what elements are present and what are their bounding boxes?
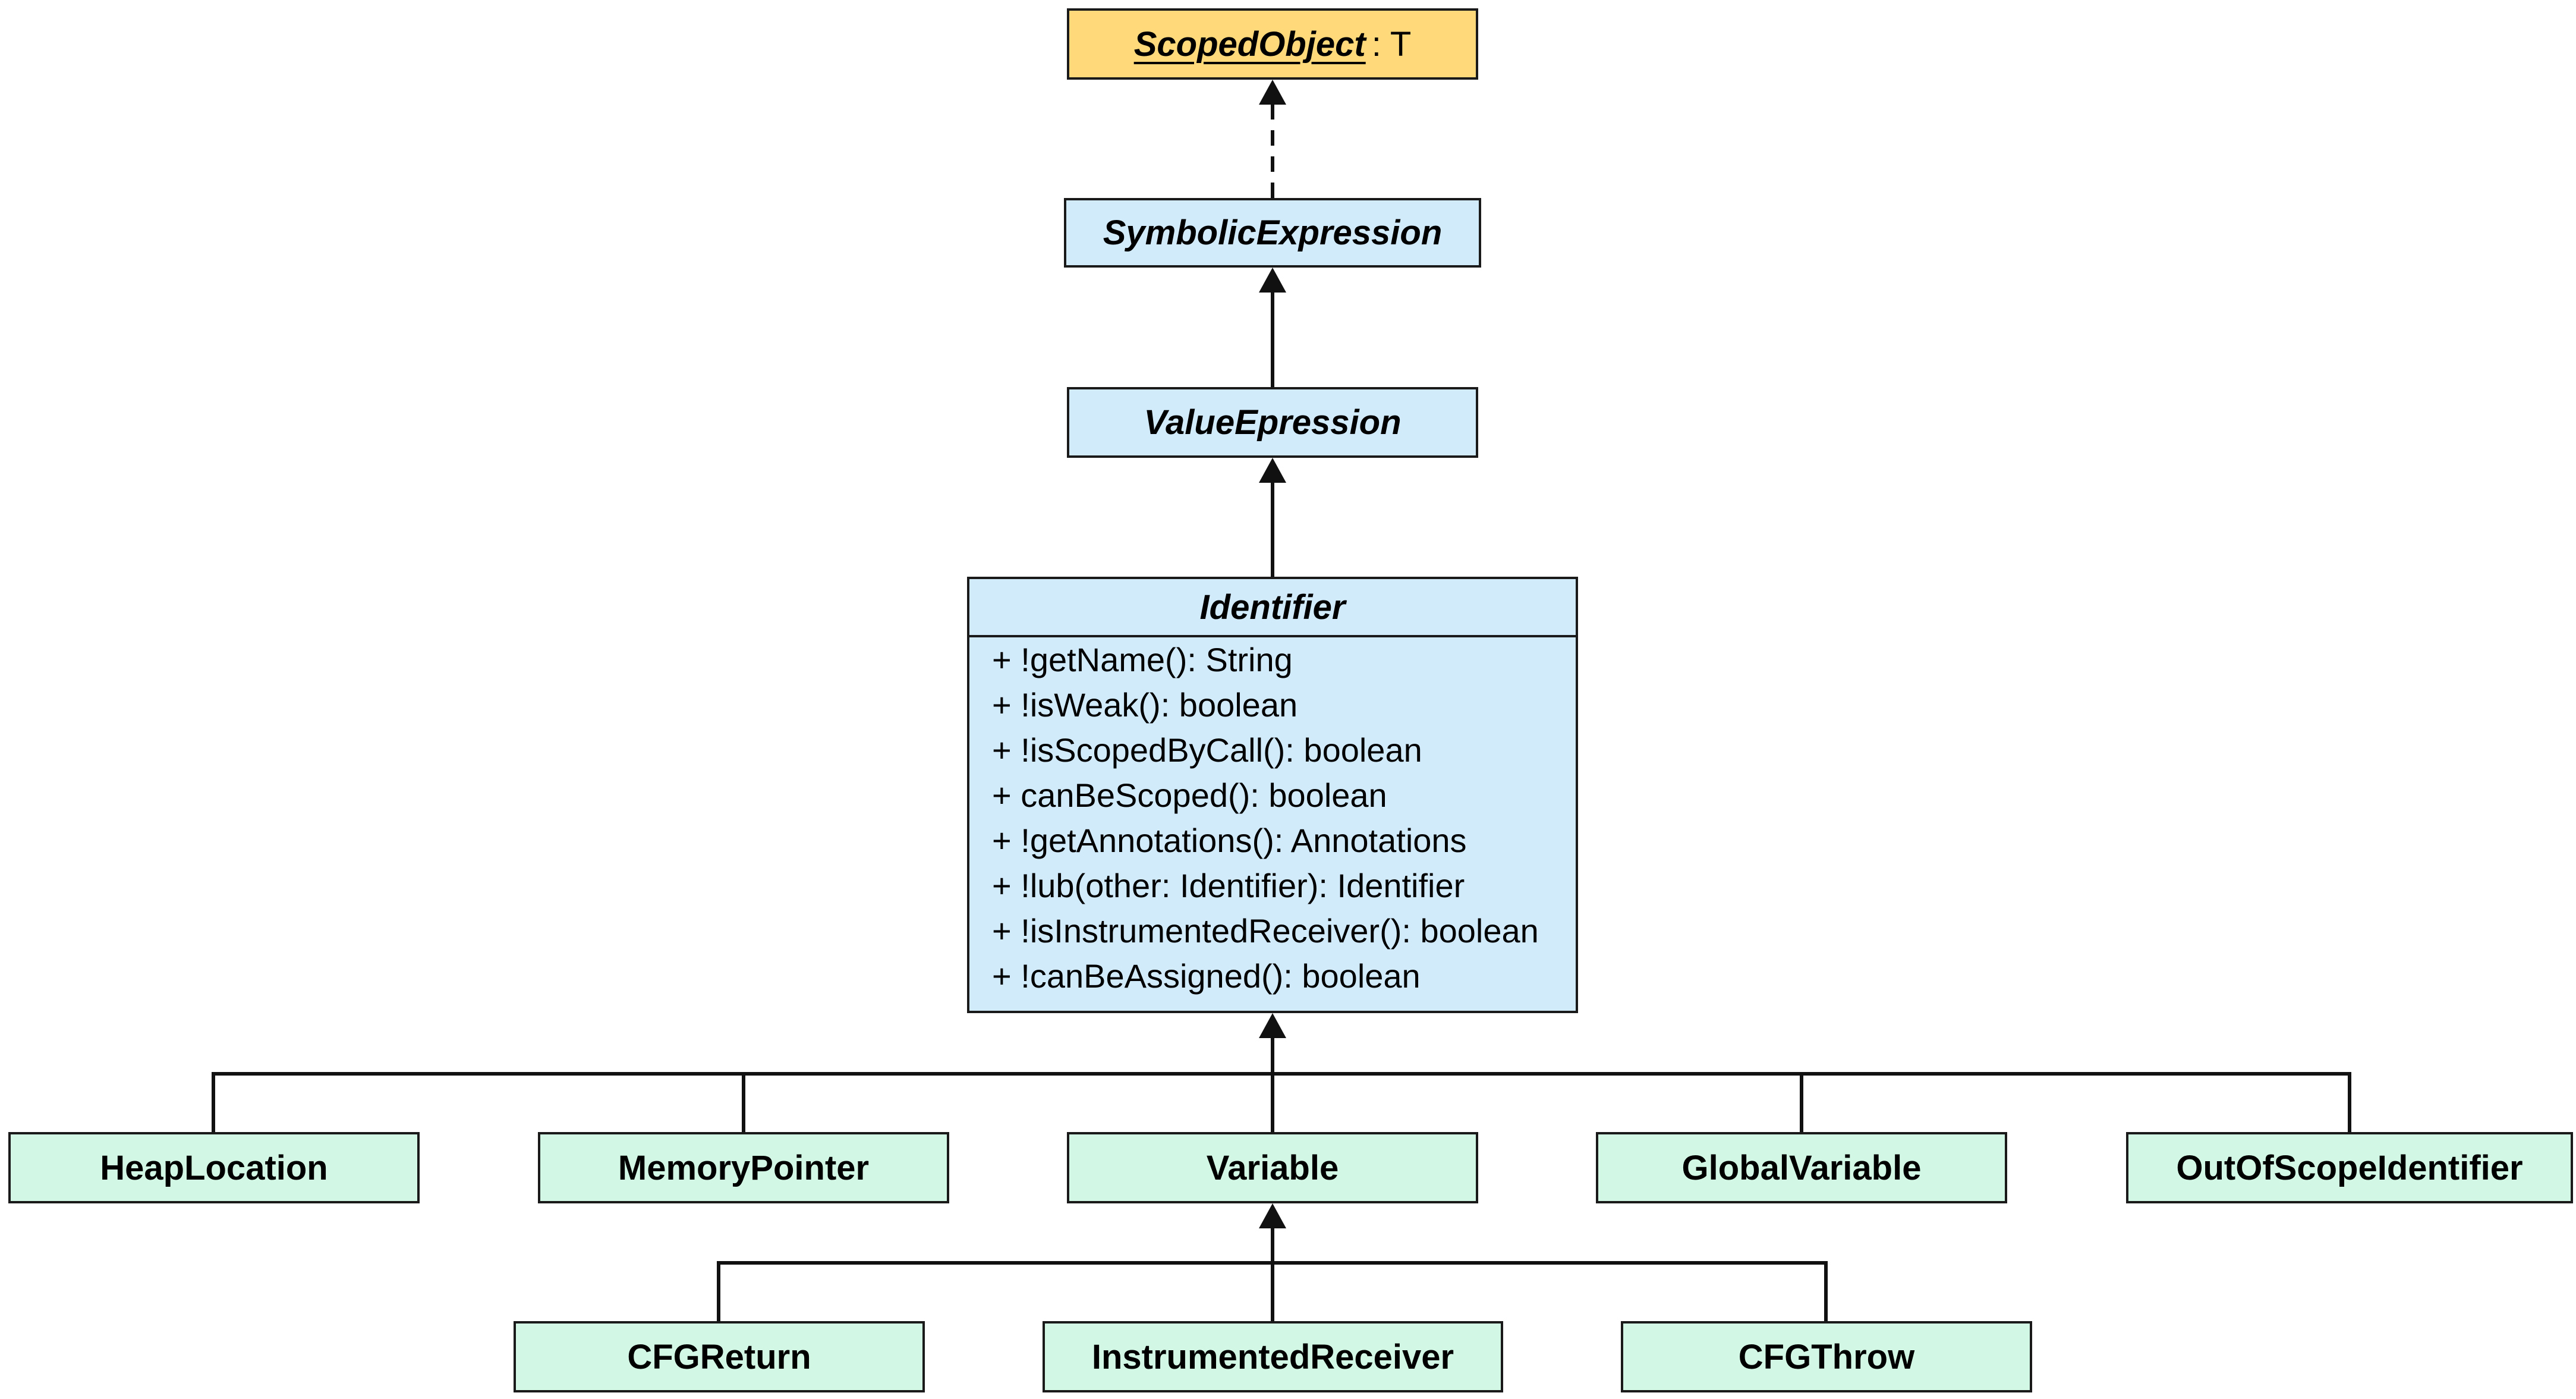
memory-pointer-class[interactable]: MemoryPointer xyxy=(538,1132,949,1203)
method-item: + !canBeAssigned(): boolean xyxy=(992,957,1421,995)
class-name: Identifier xyxy=(1199,587,1346,627)
class-name: HeapLocation xyxy=(100,1148,328,1187)
cfg-return-class[interactable]: CFGReturn xyxy=(514,1321,925,1392)
method-item: + !isInstrumentedReceiver(): boolean xyxy=(992,912,1539,950)
value-expression-class[interactable]: ValueEpression xyxy=(1067,387,1478,458)
arrowhead-icon xyxy=(1259,268,1286,293)
symbolic-expression-class[interactable]: SymbolicExpression xyxy=(1064,198,1481,268)
scoped-object-interface[interactable]: ScopedObject: T xyxy=(1067,8,1478,80)
variable-class[interactable]: Variable xyxy=(1067,1132,1478,1203)
cfg-throw-class[interactable]: CFGThrow xyxy=(1621,1321,2032,1392)
class-name: GlobalVariable xyxy=(1681,1148,1922,1187)
arrowhead-icon xyxy=(1259,1013,1286,1038)
class-name: MemoryPointer xyxy=(618,1148,870,1187)
global-variable-class[interactable]: GlobalVariable xyxy=(1596,1132,2007,1203)
class-name: OutOfScopeIdentifier xyxy=(2176,1148,2523,1187)
identifier-class[interactable]: Identifier + !getName(): String + !isWea… xyxy=(967,577,1578,1013)
interface-label: ScopedObject: T xyxy=(1134,24,1412,64)
class-name: Variable xyxy=(1206,1148,1339,1187)
method-item: + !lub(other: Identifier): Identifier xyxy=(992,867,1465,904)
arrowhead-icon xyxy=(1259,80,1286,105)
identifier-header: Identifier xyxy=(969,579,1576,637)
interface-name: ScopedObject xyxy=(1133,24,1366,64)
instrumented-receiver-class[interactable]: InstrumentedReceiver xyxy=(1043,1321,1503,1392)
class-name: InstrumentedReceiver xyxy=(1091,1337,1454,1376)
arrowhead-icon xyxy=(1259,458,1286,483)
method-item: + !isWeak(): boolean xyxy=(992,686,1298,724)
method-item: + canBeScoped(): boolean xyxy=(992,776,1387,814)
class-name: CFGReturn xyxy=(627,1337,811,1376)
interface-type-parameter: : T xyxy=(1371,24,1412,64)
method-list: + !getName(): String + !isWeak(): boolea… xyxy=(969,637,1576,999)
class-name: SymbolicExpression xyxy=(1103,213,1443,252)
out-of-scope-identifier-class[interactable]: OutOfScopeIdentifier xyxy=(2126,1132,2573,1203)
class-name: ValueEpression xyxy=(1144,403,1402,442)
method-item: + !getName(): String xyxy=(992,641,1293,678)
class-name: CFGThrow xyxy=(1738,1337,1915,1376)
method-item: + !isScopedByCall(): boolean xyxy=(992,731,1422,769)
arrowhead-icon xyxy=(1259,1203,1286,1228)
heap-location-class[interactable]: HeapLocation xyxy=(8,1132,420,1203)
method-item: + !getAnnotations(): Annotations xyxy=(992,822,1467,859)
